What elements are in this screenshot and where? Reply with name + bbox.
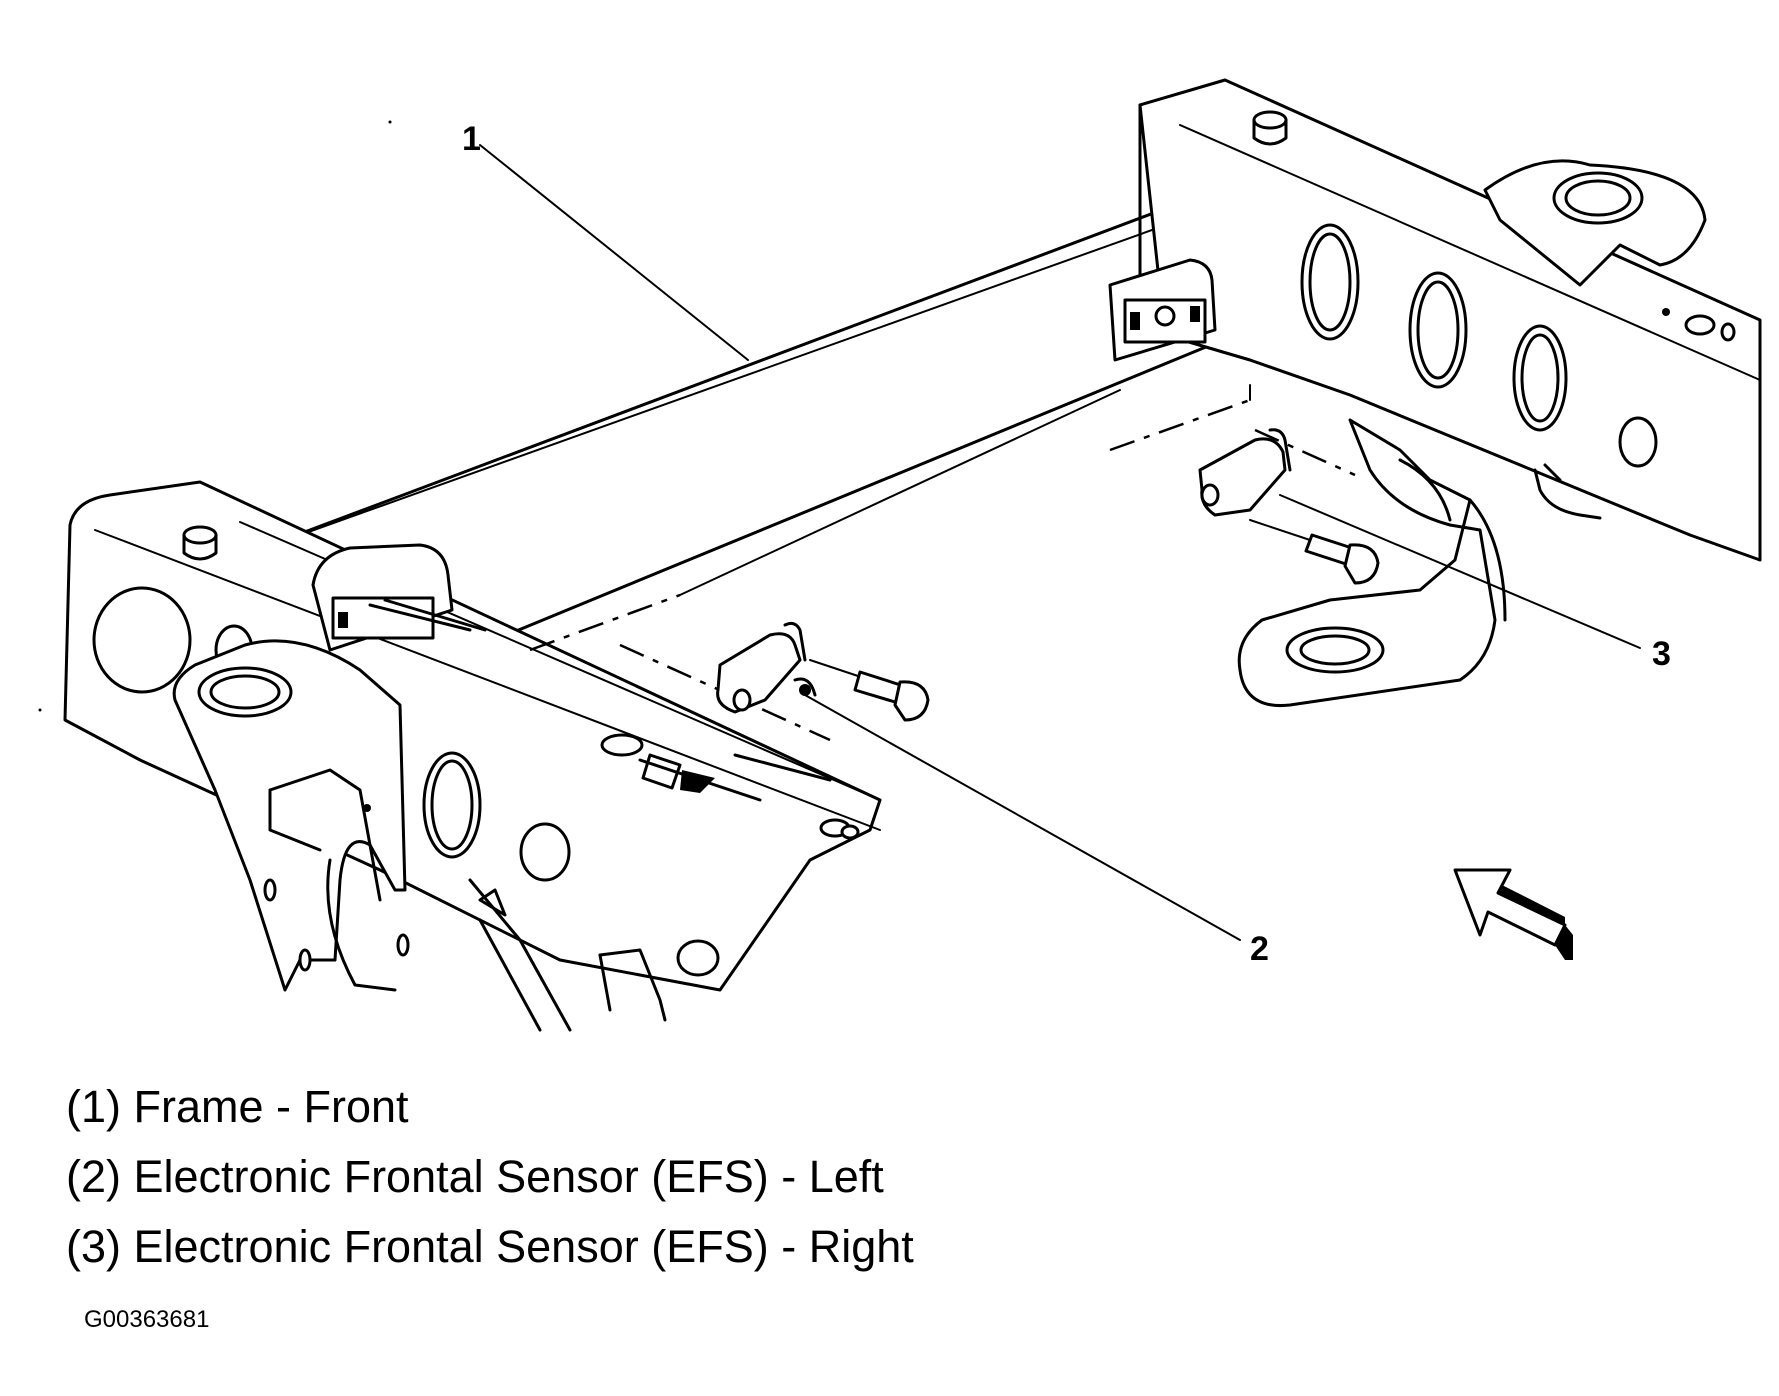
left-frame-rail — [65, 482, 880, 990]
efs-right-sensor — [1110, 385, 1378, 583]
efs-left-sensor — [530, 390, 1120, 740]
right-lower-bracket — [1239, 420, 1600, 706]
leader-3 — [1280, 495, 1640, 648]
legend-item-efs-left: (2) Electronic Frontal Sensor (EFS) - Le… — [66, 1151, 884, 1202]
frame-sensor-diagram: 1 2 3 — [38, 0, 1779, 1050]
legend-item-frame-front: (1) Frame - Front — [66, 1081, 409, 1132]
left-lower-bracket — [174, 641, 665, 1030]
figure-id: G00363681 — [84, 1306, 210, 1333]
leader-1 — [480, 145, 748, 360]
right-frame-rail — [1110, 80, 1760, 560]
callout-2: 2 — [1250, 930, 1269, 968]
callout-3: 3 — [1652, 635, 1671, 673]
legend-item-efs-right: (3) Electronic Frontal Sensor (EFS) - Ri… — [66, 1221, 914, 1272]
leader-2 — [805, 695, 1240, 940]
parts-legend: (1) Frame - Front (2) Electronic Frontal… — [66, 1072, 914, 1282]
direction-arrow-icon — [1455, 870, 1573, 960]
callout-1: 1 — [462, 120, 481, 158]
